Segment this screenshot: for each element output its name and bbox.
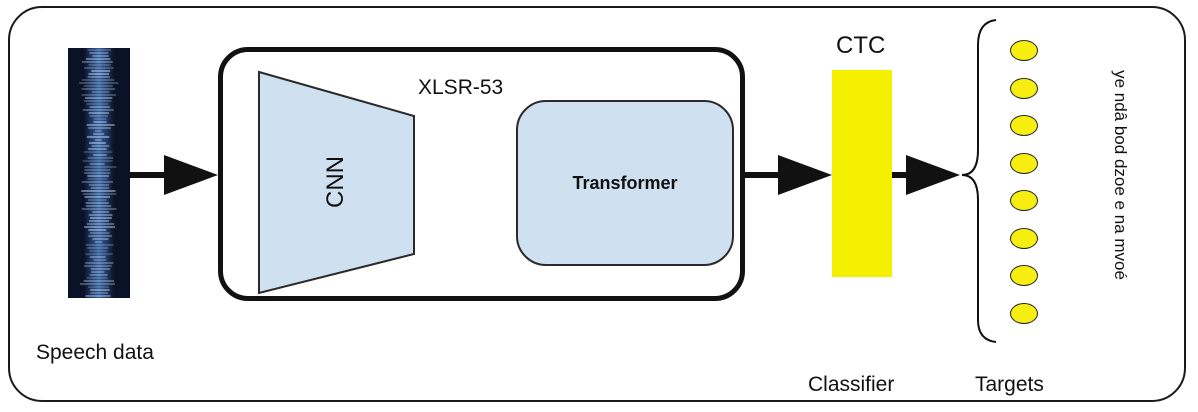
transformer-label: Transformer xyxy=(572,172,678,193)
ctc-label: CTC xyxy=(836,32,886,59)
targets-brace xyxy=(961,19,997,343)
targets-label: Targets xyxy=(975,373,1044,396)
classifier-label: Classifier xyxy=(808,373,895,396)
targets-text: ye ndâ bod dzoe e na mvoé xyxy=(1111,70,1130,280)
target-dot xyxy=(1010,265,1038,286)
target-dot xyxy=(1010,227,1038,249)
target-dot xyxy=(1010,152,1038,174)
speech-spectrogram xyxy=(68,48,130,298)
ctc-classifier-bar xyxy=(832,70,892,277)
target-dot xyxy=(1010,77,1038,99)
speech-data-label: Speech data xyxy=(36,341,154,364)
target-dot xyxy=(1010,190,1038,211)
diagram-frame xyxy=(8,6,1186,402)
target-dot xyxy=(1010,40,1038,61)
xlsr-label: XLSR-53 xyxy=(418,76,504,99)
cnn-label: CNN xyxy=(322,156,349,208)
transformer-block: Transformer xyxy=(516,100,734,266)
target-dot xyxy=(1010,302,1038,324)
target-dot xyxy=(1010,115,1038,136)
